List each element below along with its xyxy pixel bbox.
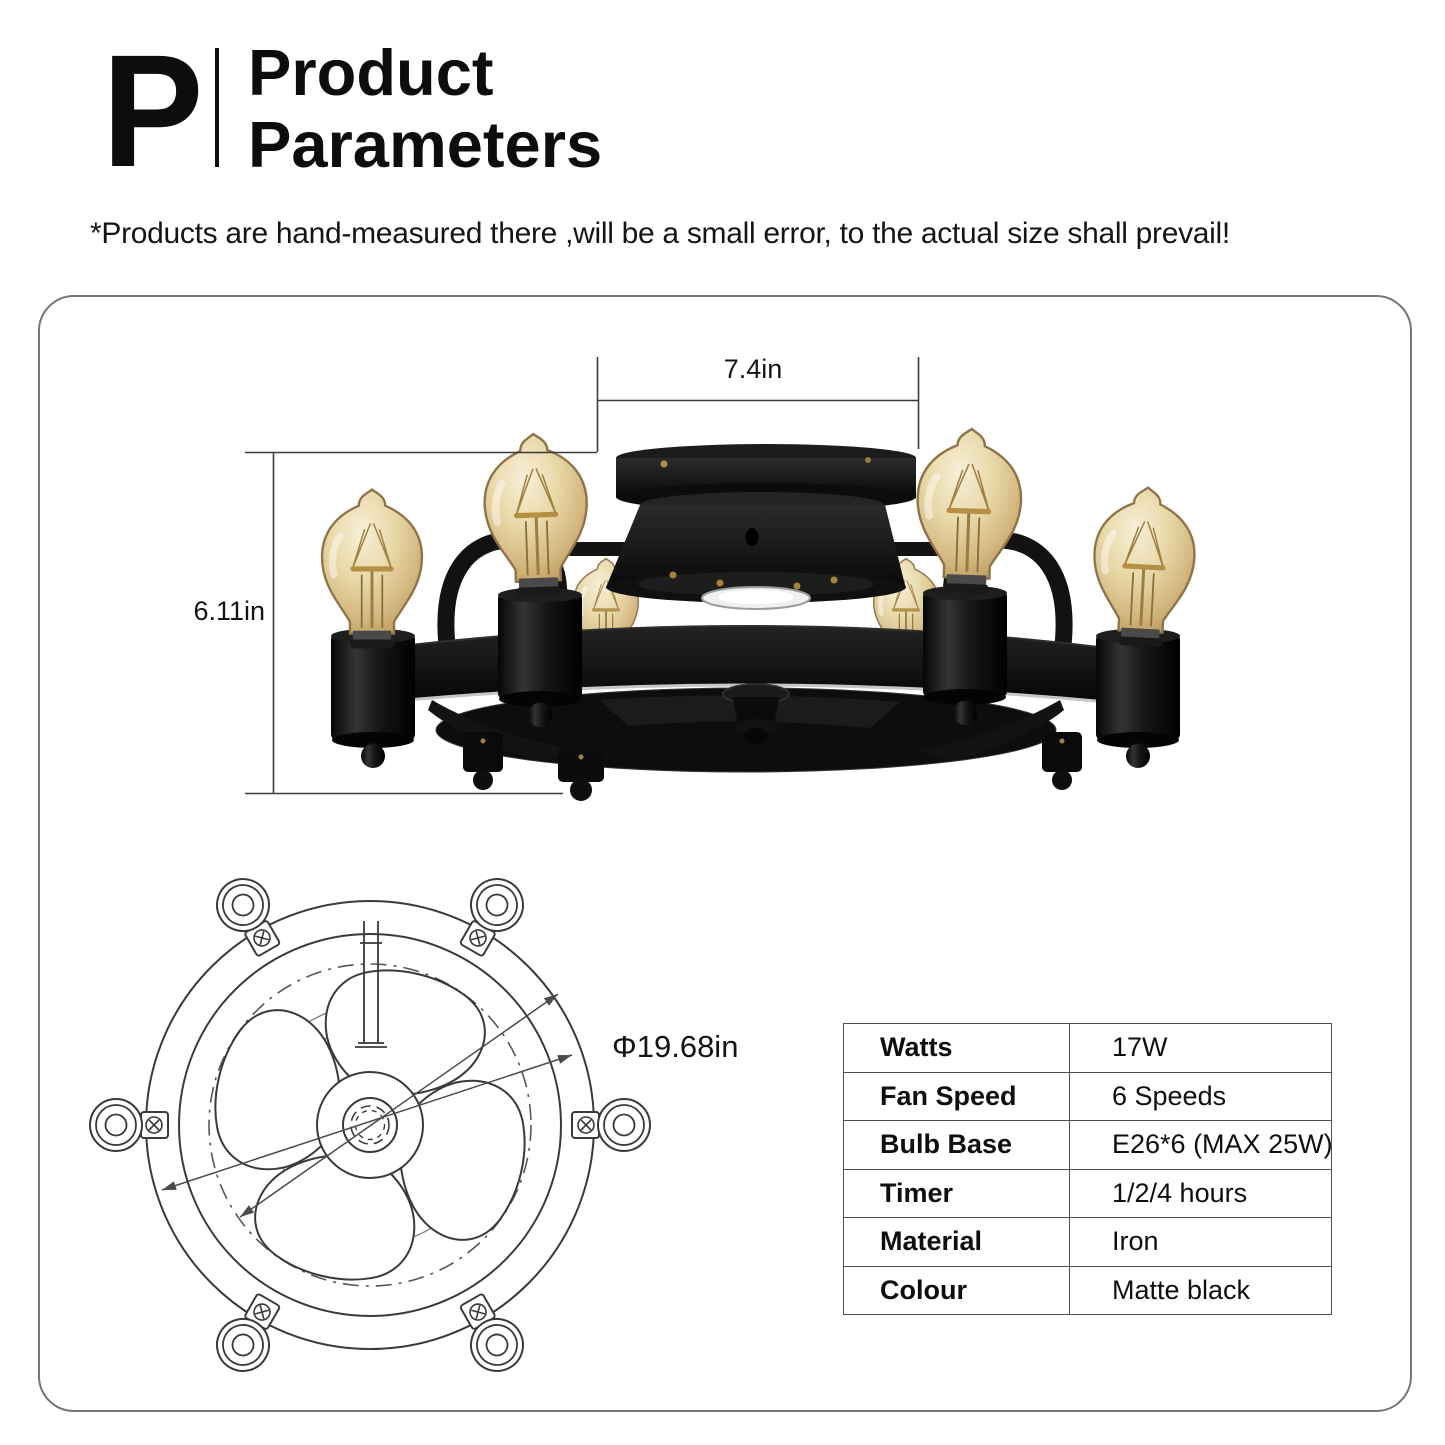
spec-row-timer: Timer 1/2/4 hours	[843, 1168, 1332, 1218]
height-dimension-label: 6.11in	[193, 596, 265, 626]
fan-top-view-drawing	[89, 868, 651, 1382]
spec-row-material: Material Iron	[843, 1217, 1332, 1267]
disclaimer-text: *Products are hand-measured there ,will …	[90, 217, 1230, 250]
spec-value: 17W	[1069, 1023, 1332, 1073]
spec-value: Matte black	[1069, 1265, 1332, 1315]
product-photo-illustration	[322, 427, 1198, 801]
spec-row-fan-speed: Fan Speed 6 Speeds	[843, 1071, 1332, 1121]
header-letter: P	[102, 21, 204, 200]
spec-label: Colour	[843, 1265, 1070, 1315]
page-title-line1: Product	[248, 36, 494, 109]
spec-table: Watts 17W Fan Speed 6 Speeds Bulb Base E…	[843, 1023, 1332, 1315]
page-title-line2: Parameters	[248, 108, 603, 181]
header-divider	[215, 48, 219, 167]
spec-label: Timer	[843, 1168, 1070, 1218]
spec-value: Iron	[1069, 1217, 1332, 1267]
photo-dimension-lines	[245, 357, 920, 795]
spec-value: 6 Speeds	[1069, 1071, 1332, 1121]
spec-label: Material	[843, 1217, 1070, 1267]
spec-value: 1/2/4 hours	[1069, 1168, 1332, 1218]
diameter-dimension-label: Φ19.68in	[612, 1029, 738, 1064]
page-title: Product Parameters	[248, 37, 602, 181]
spec-row-bulb-base: Bulb Base E26*6 (MAX 25W)	[843, 1120, 1332, 1170]
spec-label: Bulb Base	[843, 1120, 1070, 1170]
spec-row-watts: Watts 17W	[843, 1023, 1332, 1073]
spec-value: E26*6 (MAX 25W)	[1069, 1120, 1332, 1170]
spec-label: Watts	[843, 1023, 1070, 1073]
width-dimension-label: 7.4in	[723, 354, 783, 384]
spec-label: Fan Speed	[843, 1071, 1070, 1121]
spec-row-colour: Colour Matte black	[843, 1265, 1332, 1315]
